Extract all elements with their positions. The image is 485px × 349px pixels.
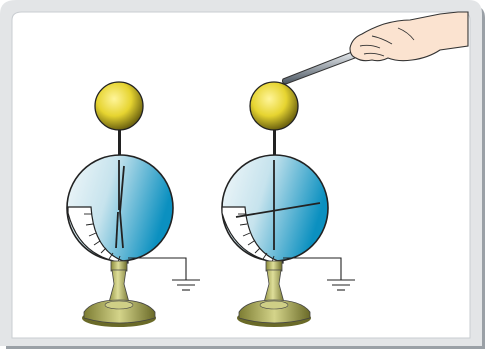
sphere-top-right [250, 82, 298, 130]
sphere-top-left [95, 82, 143, 130]
stand-neck-right [266, 261, 282, 271]
stand-neck-left [111, 261, 127, 271]
